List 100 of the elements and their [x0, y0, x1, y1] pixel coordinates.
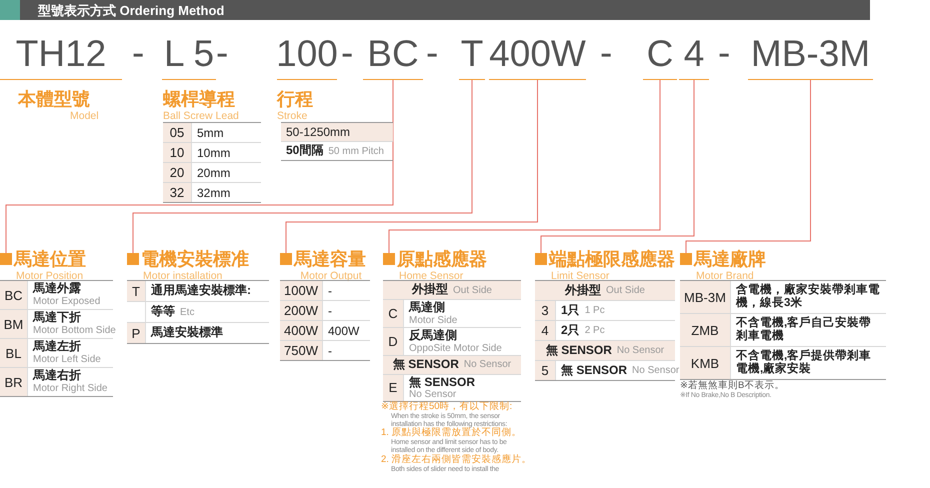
option-translation: 50 mm Pitch [328, 146, 384, 156]
section-heading: 馬達位置 [0, 248, 86, 270]
connector-line [286, 80, 538, 254]
code-segment: L 5 [162, 28, 216, 80]
option-translation: Motor Exposed [33, 296, 100, 307]
option-description: 馬達右折 [33, 369, 81, 383]
option-description: 馬達安裝標準 [151, 326, 223, 340]
section-subheading: Limit Sensor [550, 270, 610, 282]
option-code: 400W [280, 321, 323, 340]
option-translation: 2 Pc [584, 325, 605, 336]
option-translation: Out Side [606, 285, 645, 296]
note: ※選擇行程50時，有以下限制: [381, 402, 514, 412]
option-description: 馬達側 [409, 301, 445, 315]
note: 2. 滑座左右兩側皆需安裝感應片。 [381, 454, 529, 466]
option-description: 2只 [561, 324, 580, 338]
option-code: 05 [163, 123, 192, 142]
option-description: 1只 [561, 304, 580, 318]
option-description: 外掛型 [565, 284, 602, 298]
option-description: 無 SENSOR [392, 358, 459, 372]
code-segment: TH12 [0, 28, 122, 80]
option-code: BL [0, 339, 28, 367]
option-translation: Motor Left Side [33, 354, 101, 365]
code-segment: BC [363, 28, 423, 80]
option-code: 100W [280, 281, 323, 300]
section-subheading: Model [69, 110, 99, 122]
connector-line [6, 80, 394, 254]
separator-dash: - [341, 32, 354, 74]
option-code: ZMB [680, 314, 731, 346]
section-subheading: Motor Position [15, 270, 84, 282]
option-translation: Motor Right Side [33, 382, 108, 394]
option-translation: Motor Side [409, 314, 458, 326]
option-code: E [383, 374, 404, 402]
option-code: MB-3M [680, 281, 731, 313]
option-description: 馬達左折 [33, 340, 81, 354]
section-heading: 行程 [277, 88, 313, 110]
option-translation: Etc [180, 306, 194, 318]
option-description: 無 SENSOR [561, 364, 628, 378]
option-code: KMB [680, 347, 731, 379]
option-description: 馬達外露 [33, 282, 81, 296]
option-description: 不含電機,客戶自己安裝帶剎車電機 [736, 316, 872, 344]
section-heading: 螺桿導程 [163, 88, 235, 110]
section-subheading: Ball Screw Lead [163, 110, 239, 122]
section-heading: 馬達廠牌 [680, 248, 766, 270]
option-translation: No Sensor [616, 345, 664, 356]
code-segment: T [459, 28, 485, 80]
option-description: 通用馬達安裝標準: [151, 284, 251, 298]
connector-line [540, 80, 694, 254]
separator-dash: - [426, 32, 438, 74]
section-subheading: Motor Output [299, 270, 362, 282]
option-code: 32 [163, 183, 192, 202]
option-translation: Motor Bottom Side [33, 324, 116, 336]
option-value: - [328, 284, 332, 298]
code-segment: C [643, 28, 677, 80]
option-description: 無 SENSOR [409, 376, 476, 390]
code-segment: MB-3M [748, 28, 873, 80]
section-heading: 馬達容量 [280, 248, 366, 270]
connector-line [686, 80, 811, 254]
section-heading: 本體型號 [18, 88, 90, 110]
option-value: 400W [328, 324, 360, 338]
option-code: T [127, 281, 146, 301]
option-translation: No Sensor [632, 365, 680, 376]
option-code: 750W [280, 341, 323, 360]
option-value: 20mm [197, 166, 230, 180]
option-description: 反馬達側 [409, 328, 457, 343]
option-code: BC [0, 281, 28, 309]
option-translation: OppoSite Motor Side [409, 342, 502, 354]
option-code: C [383, 300, 404, 327]
option-translation: 1 Pc [584, 305, 605, 316]
option-description: 等等 [151, 305, 175, 319]
separator-dash: - [600, 32, 612, 74]
code-segment: 4 [679, 28, 709, 80]
option-translation: Out Side [453, 284, 492, 296]
section-heading: 端點極限感應器 [535, 248, 675, 270]
option-description: 不含電機,客戶提供帶剎車電機,廠家安裝 [736, 350, 872, 376]
option-description: 50間隔 [286, 144, 324, 158]
code-segment: 400W [489, 28, 586, 80]
note: ※若無煞車則B不表示。 [680, 381, 786, 392]
title: 型號表示方式 Ordering Method [38, 2, 224, 20]
option-code: 200W [280, 301, 323, 320]
separator-dash: - [216, 32, 228, 74]
option-description: 含電機，廠家安裝帶剎車電機，線長3米 [736, 284, 881, 310]
option-value: 5mm [197, 126, 224, 140]
section-subheading: Home Sensor [398, 270, 464, 282]
option-translation: No Sensor [409, 389, 456, 400]
option-code: 5 [535, 361, 556, 380]
option-description: 外掛型 [412, 283, 448, 297]
option-code: 3 [535, 301, 556, 320]
section-heading: 電機安裝標准 [127, 248, 249, 270]
option-description: 馬達下折 [33, 311, 81, 325]
option-code: BM [0, 310, 28, 338]
option-code: 4 [535, 321, 556, 340]
section-subheading: Stroke [277, 110, 308, 122]
separator-dash: - [132, 32, 144, 74]
option-code: D [383, 328, 404, 355]
connector-line [132, 80, 472, 254]
option-value: 50-1250mm [286, 125, 350, 139]
option-code: 20 [163, 163, 192, 182]
section-heading: 原點感應器 [383, 248, 487, 270]
option-value: 32mm [197, 186, 230, 200]
option-value: - [328, 304, 332, 318]
